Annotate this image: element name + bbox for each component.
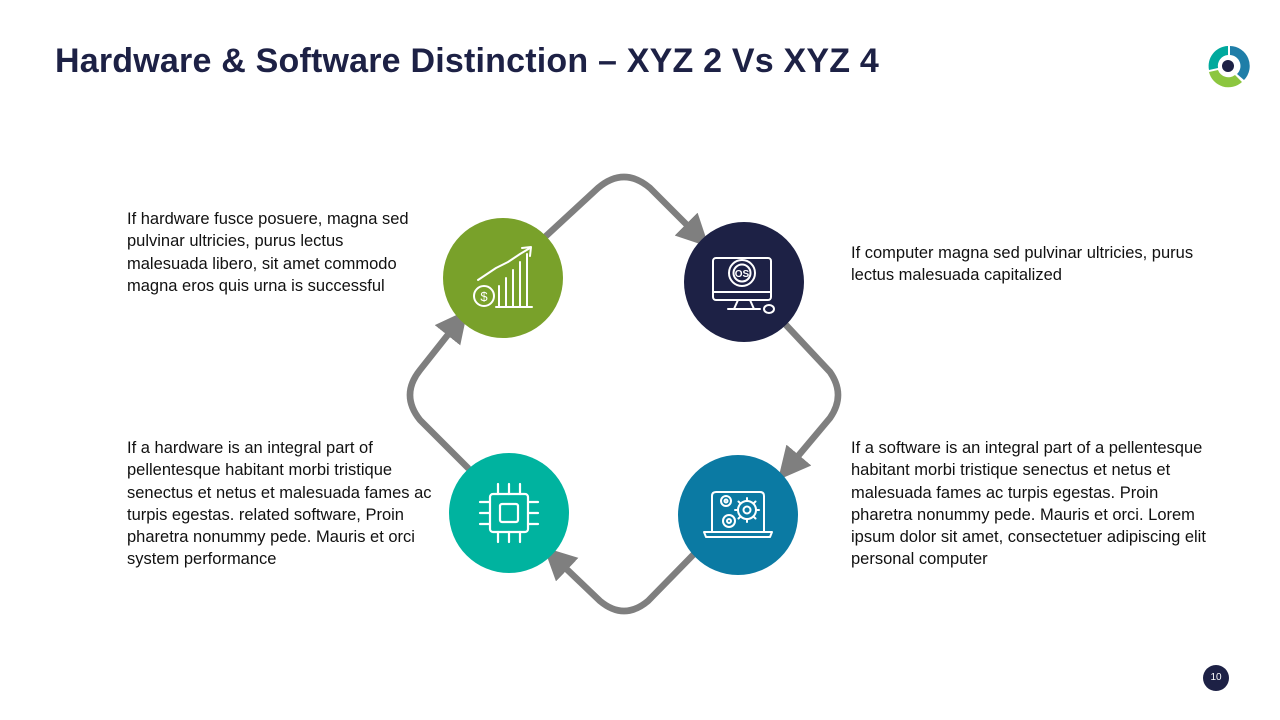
node-circle-blue: [678, 455, 798, 575]
text-top-left: If hardware fusce posuere, magna sed pul…: [127, 210, 409, 295]
arrow-left: [406, 309, 472, 472]
growth-chart-icon: $: [473, 246, 533, 308]
os-monitor-icon: OS: [712, 257, 775, 314]
svg-text:OS: OS: [735, 269, 750, 280]
node-circle-teal: [449, 453, 569, 573]
laptop-gears-icon: [703, 491, 773, 538]
svg-text:$: $: [480, 289, 488, 304]
slide-title: Hardware & Software Distinction – XYZ 2 …: [55, 42, 879, 80]
text-bottom-left: If a hardware is an integral part of pel…: [127, 439, 432, 569]
arrow-bottom: [543, 547, 697, 615]
arrow-top: [542, 173, 710, 248]
node-top-right: OS: [684, 222, 804, 342]
arrow-right: [777, 321, 842, 480]
node-top-left: $: [443, 218, 563, 338]
node-bottom-right: [678, 455, 798, 575]
node-bottom-left: [449, 453, 569, 573]
brand-logo: [1208, 46, 1250, 88]
text-top-right: If computer magna sed pulvinar ultricies…: [851, 244, 1194, 285]
cycle-arrows: [406, 173, 842, 615]
text-bottom-right: If a software is an integral part of a p…: [851, 439, 1206, 569]
cpu-chip-icon: [478, 482, 540, 544]
node-circle-green: [443, 218, 563, 338]
page-number-badge: 10: [1203, 665, 1229, 691]
